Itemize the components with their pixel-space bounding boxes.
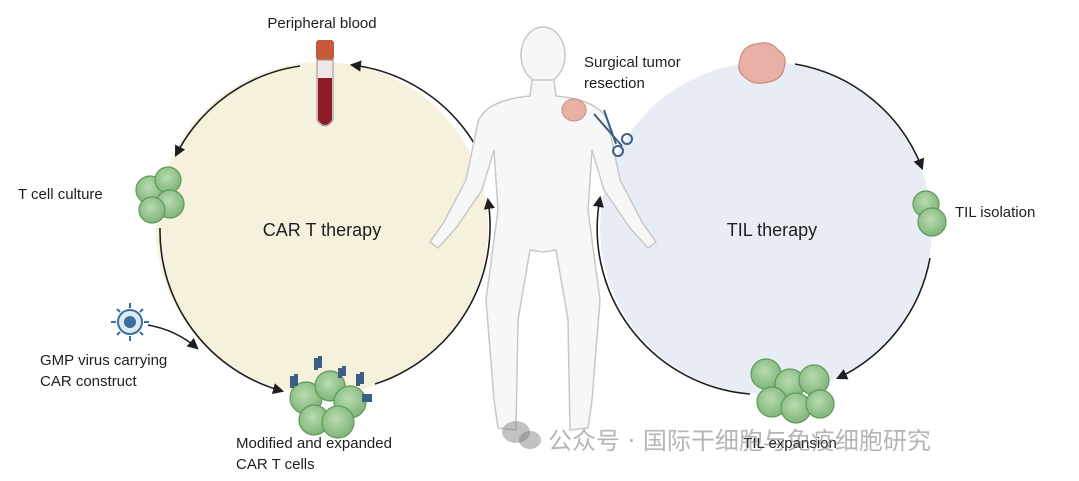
t-cell-culture-label: T cell culture (18, 186, 103, 203)
modified-cells-label-line1: Modified and expanded (236, 435, 392, 452)
car-t-therapy-title: CAR T therapy (262, 220, 382, 240)
virus-icon (111, 303, 149, 341)
gmp-virus-label-line1: GMP virus carrying (40, 352, 168, 369)
patient-body (428, 79, 658, 431)
til-therapy-title: TIL therapy (726, 220, 818, 240)
peripheral-blood-label: Peripheral blood (267, 15, 377, 32)
arrow-modified-to-patient (374, 197, 495, 385)
arrow-expansion-to-patient (592, 195, 751, 395)
tumor-icon (738, 42, 786, 84)
til-cycle-arrows (592, 63, 931, 395)
t-cell-culture-cluster-icon (135, 166, 185, 224)
patient-head (520, 26, 566, 84)
arrow-culture-to-modified (159, 227, 285, 395)
car-receptor-icons (290, 356, 372, 402)
watermark: 公众号 · 国际干细胞与免疫细胞研究 (548, 421, 931, 456)
gmp-virus-label-line2: CAR construct (40, 373, 137, 390)
car-circle-bg (156, 62, 488, 394)
wechat-icon (502, 421, 541, 449)
arrow-isolation-to-expansion (835, 257, 931, 380)
scissors-icon (593, 109, 633, 157)
modified-cells-label-line2: CAR T cells (236, 456, 315, 473)
resection-label-line1: Surgical tumor (584, 54, 681, 71)
patient-tumor (561, 98, 587, 122)
til-expansion-cells-icon (750, 358, 835, 424)
patient-figure (428, 26, 658, 431)
arrow-blood-to-culture (174, 65, 301, 157)
til-isolation-cells-icon (912, 190, 947, 237)
til-expansion-label: TIL expansion (743, 435, 837, 452)
blood-tube-icon (316, 40, 334, 127)
car-cycle-arrows (147, 60, 495, 395)
resection-label-line2: resection (584, 75, 645, 92)
arrow-patient-to-blood (349, 60, 479, 151)
watermark-text: 公众号 · 国际干细胞与免疫细胞研究 (548, 427, 931, 455)
arrow-tumor-to-isolation (794, 63, 925, 171)
arrow-virus-to-cells (147, 324, 199, 350)
til-isolation-label: TIL isolation (955, 204, 1036, 221)
car-t-cells-cluster-icon (289, 370, 367, 439)
til-circle-bg (600, 62, 932, 394)
